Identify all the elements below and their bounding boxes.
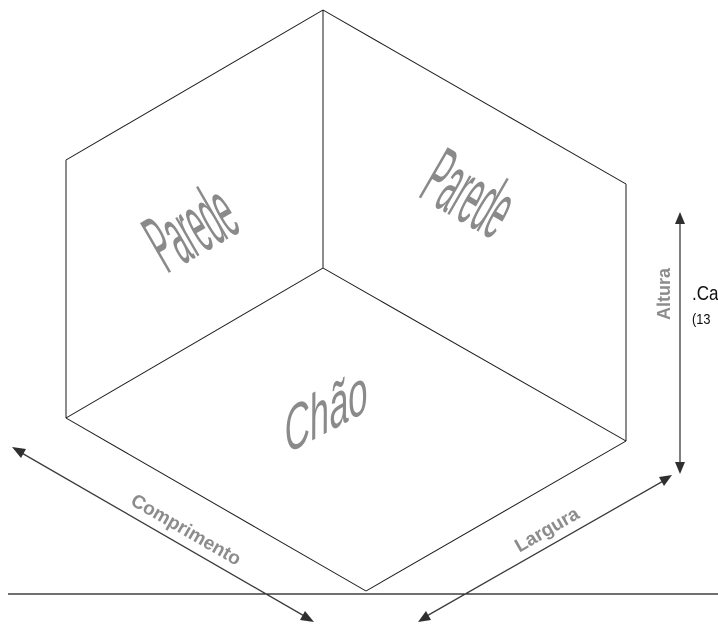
length-label: Comprimento (127, 490, 244, 570)
floor-back-left-edge (65, 267, 324, 419)
floor-front-right-edge (365, 440, 627, 592)
left-wall-top-edge (65, 9, 324, 161)
side-note-line-2: (13 (692, 310, 711, 327)
left-wall-label: Parede (130, 166, 253, 290)
height-arrow-bottom (675, 462, 685, 474)
right-wall-top-edge (322, 9, 627, 185)
length-arrow-start (12, 447, 26, 458)
width-label: Largura (511, 503, 583, 557)
room-wireframe (65, 9, 627, 592)
floor-label: Chão (281, 354, 371, 467)
width-dimension: Largura (418, 475, 672, 622)
height-arrow-top (675, 212, 685, 224)
width-dimension-line (424, 479, 666, 618)
height-dimension: Altura (654, 212, 685, 474)
side-note-line-1: .Ca (692, 282, 718, 305)
length-arrow-end (300, 611, 314, 622)
length-dimension-line (19, 451, 307, 618)
floor-back-right-edge (322, 267, 627, 442)
width-arrow-end (659, 475, 672, 486)
floor-front-left-edge (65, 417, 367, 592)
right-wall-label: Parede (408, 132, 531, 256)
height-label: Altura (654, 267, 674, 320)
width-arrow-start (418, 611, 431, 622)
